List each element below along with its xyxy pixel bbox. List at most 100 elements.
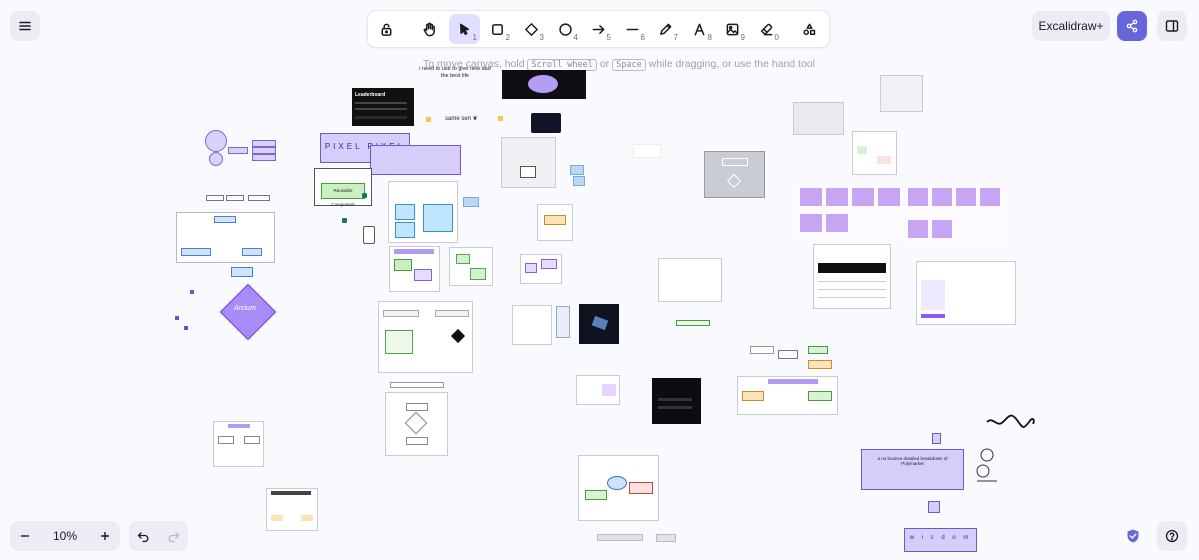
- hint-text: To move canvas, hold: [423, 58, 525, 70]
- shortcut-key: 5: [606, 33, 611, 42]
- wisdom-text: w i s d o m: [909, 535, 972, 541]
- flow-diagram[interactable]: [176, 212, 275, 263]
- handwritten-note[interactable]: i need to use to give new dad the best l…: [419, 66, 491, 79]
- zoom-in-button[interactable]: [90, 521, 120, 551]
- share-button[interactable]: [1117, 11, 1147, 41]
- shortcut-key: 2: [505, 33, 510, 42]
- zoom-out-button[interactable]: [10, 521, 40, 551]
- tool-arrow[interactable]: 5: [583, 14, 614, 44]
- app-screen-2[interactable]: [916, 261, 1016, 325]
- ui-screenshot[interactable]: [512, 305, 552, 345]
- hint-or: or: [599, 58, 610, 70]
- undo-button[interactable]: [129, 521, 158, 551]
- shortcut-key: 6: [640, 33, 645, 42]
- shortcut-key: 8: [707, 33, 712, 42]
- component-diagram-2[interactable]: [389, 246, 440, 292]
- hand-icon: [423, 22, 435, 36]
- wisdom-banner[interactable]: w i s d o m: [904, 528, 977, 552]
- purple-icon-grid-2[interactable]: [906, 186, 1004, 244]
- decorative-doodle[interactable]: [973, 447, 1001, 487]
- app-screen[interactable]: [813, 244, 891, 309]
- shapes-toolbar: 1 2 3 4 5 6 7 8 9 0: [368, 11, 829, 47]
- dark-ui-card[interactable]: [652, 378, 701, 424]
- leaderboard-card[interactable]: Leaderboard: [352, 88, 414, 126]
- excalidraw-plus-label: Excalidraw+: [1038, 19, 1104, 33]
- help-icon: [1165, 529, 1179, 543]
- rectangle-icon: [492, 23, 503, 35]
- tool-ellipse[interactable]: 4: [550, 14, 581, 44]
- flowchart-diagram[interactable]: [385, 392, 448, 456]
- gray-block[interactable]: [704, 151, 765, 198]
- history-controls: [129, 521, 188, 551]
- kbd-space: Space: [612, 59, 646, 71]
- image-icon: [726, 23, 739, 35]
- breakdown-title: a no bounce detailed breakdown of Polyma…: [877, 456, 948, 466]
- tool-rectangle[interactable]: 2: [482, 14, 513, 44]
- same-sen-text[interactable]: same sen ❦: [445, 116, 478, 122]
- redo-button[interactable]: [159, 521, 188, 551]
- pixel-banner-text: PIXEL PIXEL: [324, 142, 406, 151]
- tool-diamond[interactable]: 3: [516, 14, 547, 44]
- purple-box[interactable]: [370, 145, 461, 175]
- tool-image[interactable]: 9: [717, 14, 748, 44]
- eraser-icon: [760, 23, 773, 35]
- system-diagram[interactable]: [658, 258, 722, 302]
- excalidraw-plus-button[interactable]: Excalidraw+: [1032, 11, 1110, 41]
- lock-open-icon: [381, 23, 392, 36]
- shapes-more-icon: [803, 23, 816, 35]
- tool-lock[interactable]: [371, 14, 402, 44]
- grid-card-2[interactable]: [880, 75, 923, 112]
- dark-image[interactable]: [579, 304, 619, 344]
- cursor-arrow-icon: [460, 23, 469, 35]
- ellipse-icon: [559, 22, 572, 36]
- architecture-diagram[interactable]: [378, 301, 473, 373]
- share-icon: [1126, 19, 1138, 33]
- sidebar-icon: [1165, 20, 1179, 32]
- text-icon: [694, 23, 705, 35]
- decorative-scribble[interactable]: [985, 410, 1035, 434]
- shortcut-key: 1: [472, 33, 477, 42]
- shortcut-key: 9: [740, 33, 745, 42]
- tool-text[interactable]: 8: [684, 14, 715, 44]
- shortcut-key: 4: [573, 33, 578, 42]
- shortcut-key: 7: [673, 33, 678, 42]
- component-diagram[interactable]: [388, 181, 458, 243]
- tool-eraser[interactable]: 0: [751, 14, 782, 44]
- canvas-image-black[interactable]: [502, 70, 586, 99]
- component-diagram-4[interactable]: [520, 254, 562, 284]
- pencil-icon: [660, 23, 672, 35]
- help-button[interactable]: [1157, 521, 1187, 551]
- reusable-component[interactable]: Reusable Component: [314, 168, 372, 207]
- grid-card-1[interactable]: [793, 102, 844, 135]
- diagram-bottom-center[interactable]: [578, 455, 659, 521]
- yellow-sticker[interactable]: [426, 117, 431, 122]
- yellow-sticker[interactable]: [498, 116, 503, 121]
- tool-selection[interactable]: 1: [449, 14, 480, 44]
- process-diagram[interactable]: [737, 376, 838, 415]
- tool-hand[interactable]: [414, 14, 445, 44]
- component-diagram-3[interactable]: [449, 247, 493, 286]
- ui-card[interactable]: [576, 375, 620, 405]
- zoom-level[interactable]: 10%: [52, 529, 78, 543]
- gray-diagram[interactable]: [501, 137, 556, 188]
- breakdown-card[interactable]: a no bounce detailed breakdown of Polyma…: [861, 449, 964, 490]
- leaderboard-title: Leaderboard: [355, 92, 386, 98]
- sidebar-toggle-button[interactable]: [1157, 11, 1187, 41]
- shortcut-key: 3: [539, 33, 544, 42]
- shortcut-key: 0: [774, 33, 779, 42]
- small-diagram[interactable]: [537, 204, 573, 241]
- mindmap-node[interactable]: [205, 130, 227, 152]
- tool-line[interactable]: 6: [617, 14, 648, 44]
- encryption-badge[interactable]: [1122, 525, 1144, 547]
- tool-draw[interactable]: 7: [650, 14, 681, 44]
- redo-icon: [168, 531, 180, 542]
- tree-diagram-2[interactable]: [266, 488, 318, 531]
- tree-diagram[interactable]: [213, 421, 264, 467]
- grid-card-3[interactable]: [852, 131, 897, 175]
- arcium-diamond[interactable]: [219, 283, 277, 341]
- purple-icon-grid[interactable]: [798, 186, 903, 236]
- zoom-controls: 10%: [10, 521, 120, 551]
- main-menu-button[interactable]: [10, 11, 40, 41]
- tool-more[interactable]: [794, 14, 825, 44]
- plus-icon: [101, 532, 109, 540]
